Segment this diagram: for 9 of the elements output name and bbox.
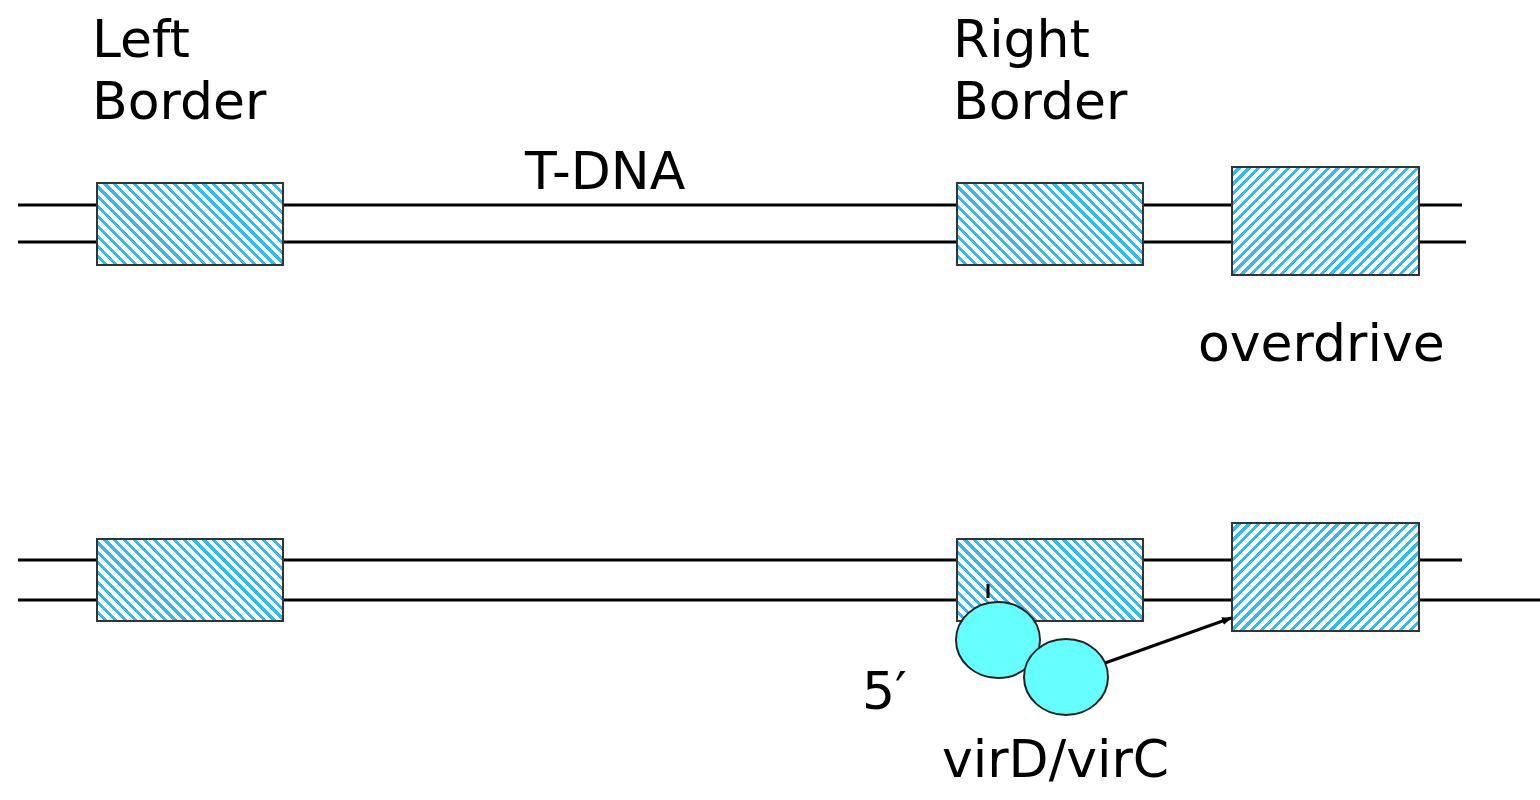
- region-label: T-DNA: [525, 140, 686, 202]
- protein-circle: [955, 601, 1041, 679]
- protein-circle: [1023, 638, 1109, 716]
- arrow: [1104, 616, 1232, 665]
- border-label: Left Border: [92, 8, 268, 132]
- strand-end-label: 5′: [862, 660, 907, 722]
- border-label: Right Border: [953, 8, 1129, 132]
- element-label: overdrive: [1198, 312, 1445, 374]
- protein-label: virD/virC: [942, 728, 1170, 790]
